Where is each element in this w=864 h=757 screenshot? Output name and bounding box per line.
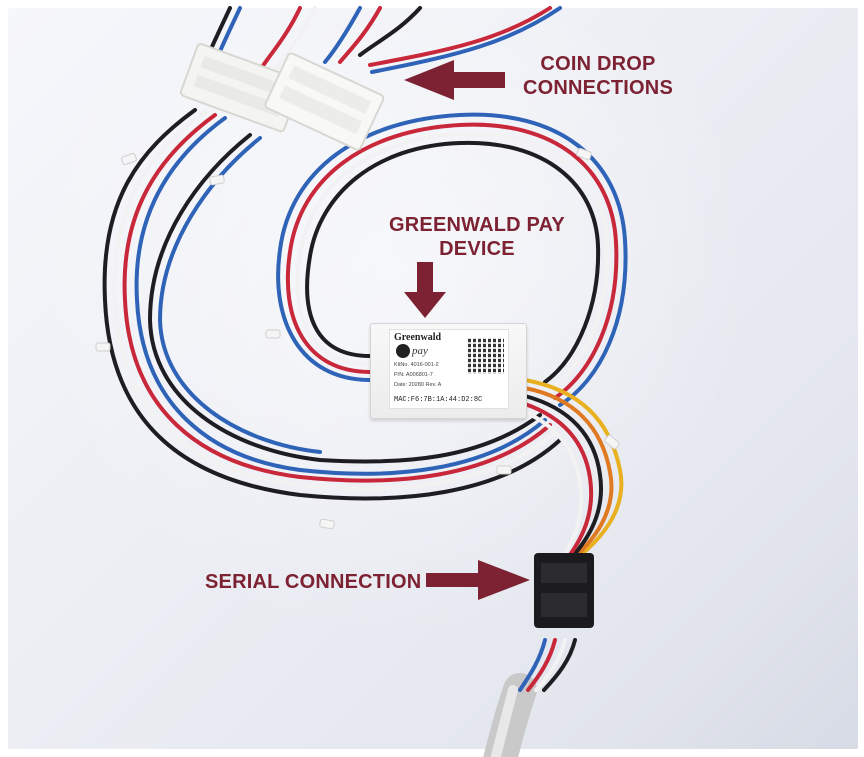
left-arrow-icon [404,60,505,100]
down-arrow-icon [404,262,446,318]
serial-connector [534,553,594,628]
serial-callout-line1: SERIAL CONNECTION [205,571,422,593]
coin-drop-callout: COIN DROP CONNECTIONS [523,52,673,100]
device-mac-address: MAC:F6:7B:1A:44:D2:8C [394,396,483,404]
coin-drop-callout-line1: COIN DROP [540,53,656,75]
qr-code-icon [468,338,504,374]
device-brand: Greenwald [394,332,442,343]
serial-wire-bundle [523,378,624,572]
device-callout: GREENWALD PAY DEVICE [389,213,565,261]
device-label: Greenwald pay KitNo. 4016-001-2 P/N: A00… [389,329,509,409]
greenwald-pay-device: Greenwald pay KitNo. 4016-001-2 P/N: A00… [370,323,527,419]
device-callout-line2: DEVICE [439,238,515,260]
device-callout-line1: GREENWALD PAY [389,214,565,236]
serial-callout: SERIAL CONNECTION [205,570,421,594]
inner-wire-loop [276,112,628,407]
device-sub-brand: pay [412,345,428,357]
lower-wire-bundle [518,638,577,692]
coin-drop-callout-line2: CONNECTIONS [523,77,673,99]
device-kit-no: KitNo. 4016-001-2 [394,362,439,368]
device-part-no: P/N: A006801-7 [394,372,433,378]
right-arrow-icon [426,560,530,600]
coin-drop-connectors [179,43,385,151]
left-wire-loop [102,108,562,501]
device-date-rev: Date: 20280 Rev. A [394,382,442,388]
cable-sheath-highlight [490,685,518,757]
cable-ties [95,147,620,530]
greenwald-logo-icon [396,344,410,358]
